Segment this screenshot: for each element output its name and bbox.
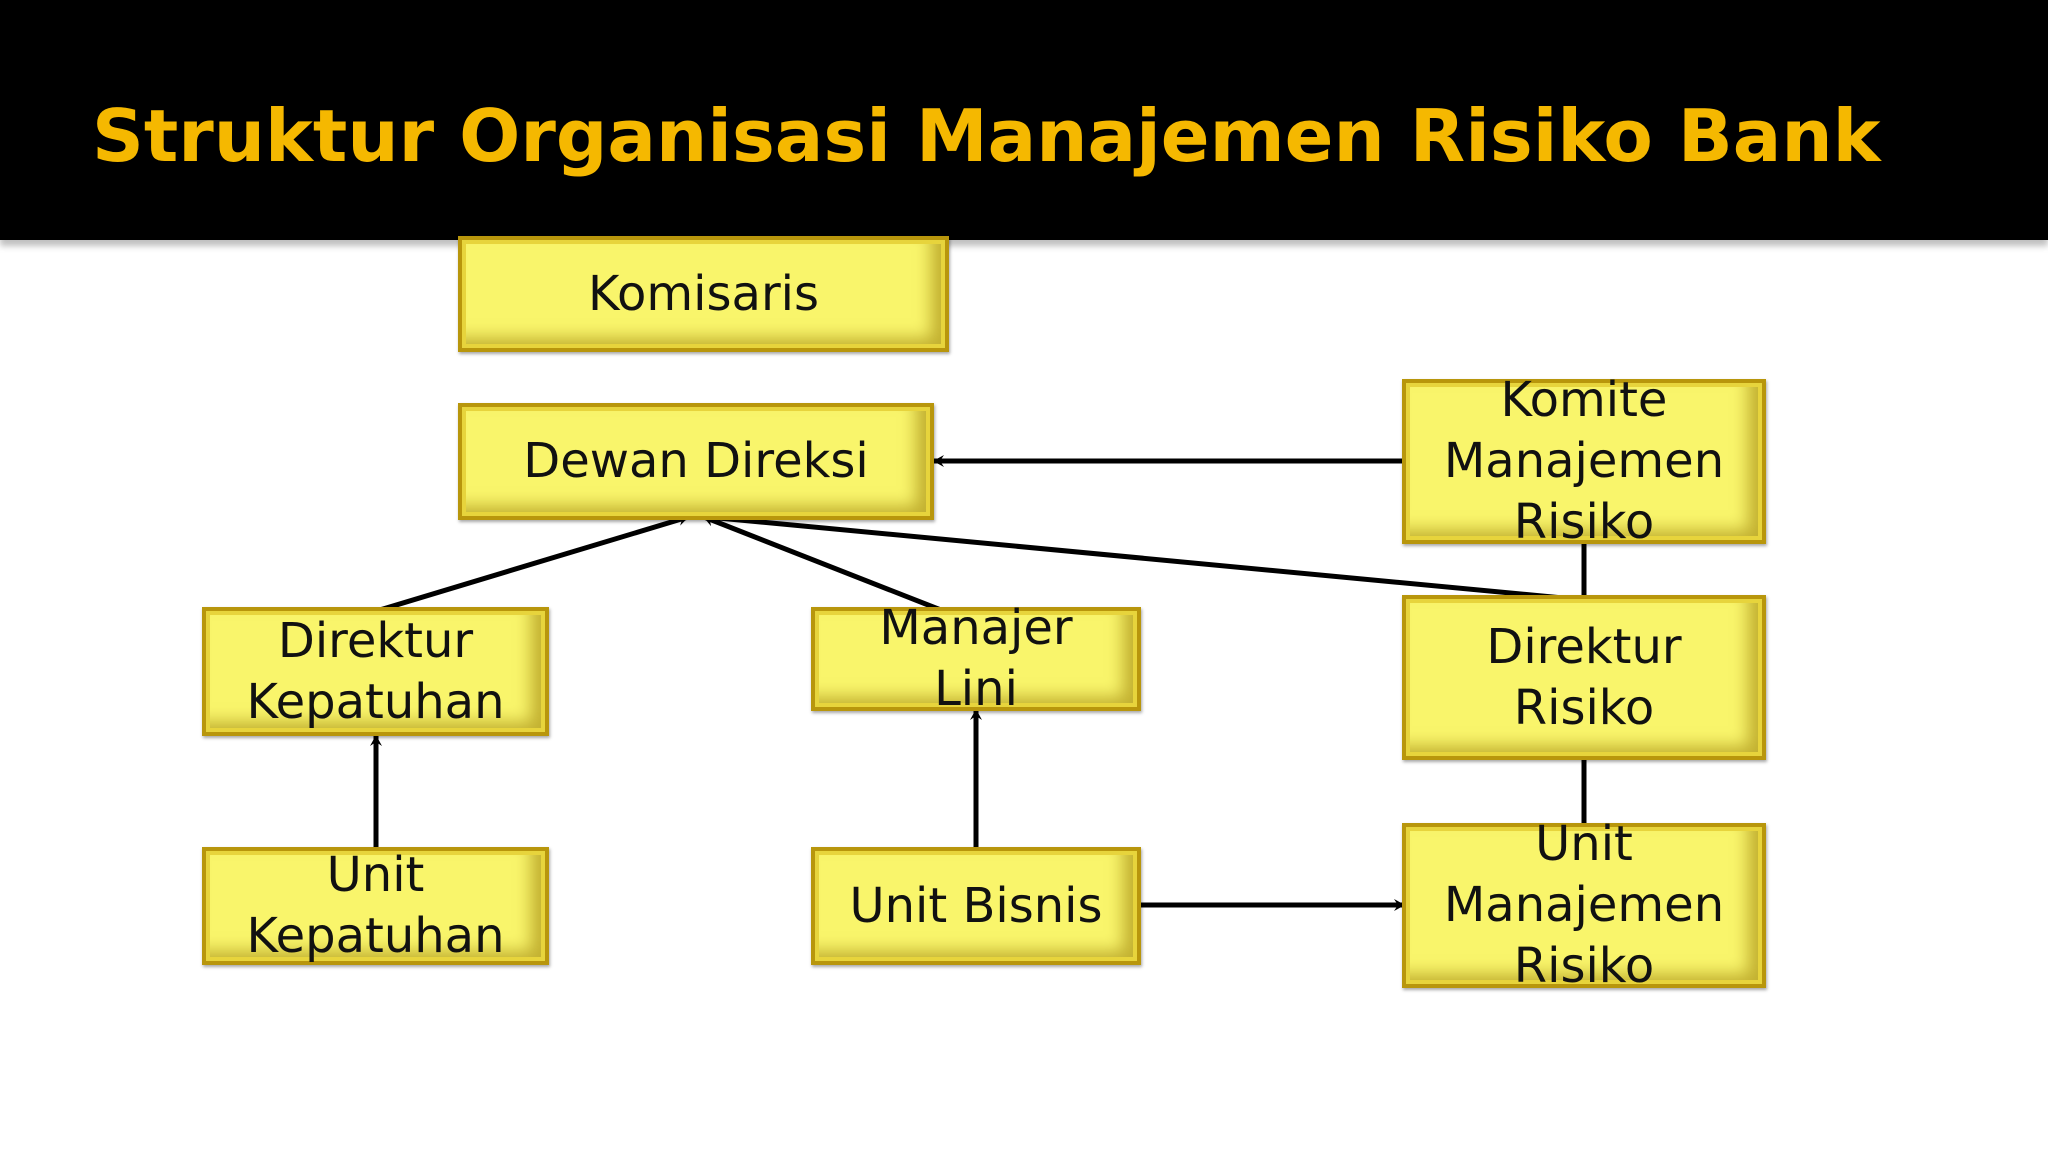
box-label: Manajer Lini	[879, 600, 1073, 717]
box-label: Komisaris	[587, 265, 820, 322]
box-label: Unit Manajemen Risiko	[1443, 816, 1725, 994]
box-label: Direktur Kepatuhan	[246, 612, 505, 730]
connector-direktur-kepatuhan-to-dewan	[372, 514, 689, 615]
box-label: Unit Kepatuhan	[246, 847, 505, 964]
box-label: Unit Bisnis	[849, 877, 1103, 934]
box-komisaris: Komisaris	[458, 236, 949, 352]
box-label: Komite Manajemen Risiko	[1443, 372, 1725, 550]
box-direktur-risiko: Direktur Risiko	[1402, 595, 1766, 760]
box-unit-kepatuhan: Unit Kepatuhan	[202, 847, 549, 965]
box-direktur-kepatuhan: Direktur Kepatuhan	[202, 607, 549, 736]
page-title: Struktur Organisasi Manajemen Risiko Ban…	[92, 94, 1881, 178]
connector-manajer-lini-to-dewan	[703, 514, 947, 615]
connector-direktur-risiko-to-dewan	[707, 511, 1585, 603]
box-manajer-lini: Manajer Lini	[811, 600, 1141, 717]
box-label: Dewan Direksi	[523, 433, 869, 489]
box-label: Direktur Risiko	[1486, 618, 1682, 736]
box-unit-bisnis: Unit Bisnis	[811, 847, 1141, 965]
title-bar: Struktur Organisasi Manajemen Risiko Ban…	[0, 0, 2048, 240]
box-unit-manajemen-risiko: Unit Manajemen Risiko	[1402, 816, 1766, 994]
box-dewan-direksi: Dewan Direksi	[458, 403, 934, 520]
box-komite-manajemen-risiko: Komite Manajemen Risiko	[1402, 372, 1766, 550]
